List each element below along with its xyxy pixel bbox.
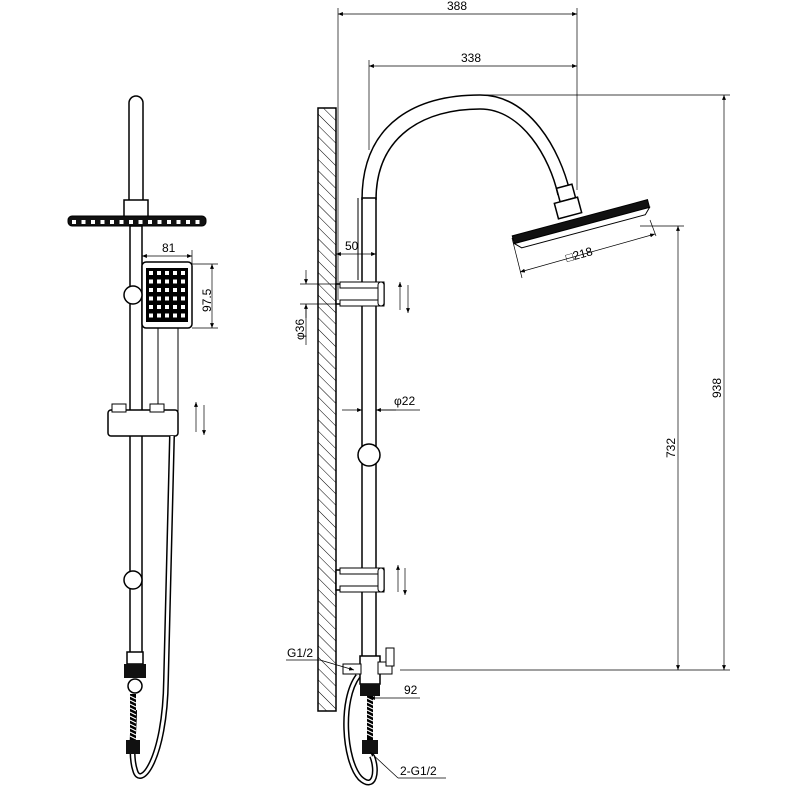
dim-bracket-diameter: φ36 [293, 270, 338, 345]
side-curved-arm [361, 94, 571, 201]
label-92: 92 [404, 683, 418, 697]
front-view: 81 97.5 [67, 95, 218, 779]
label-218: □218 [564, 244, 594, 265]
label-97-5: 97.5 [200, 288, 214, 312]
dim-total-width: 388 [337, 0, 578, 300]
dim-head-height: 732 [640, 225, 684, 670]
label-phi36: φ36 [293, 319, 307, 340]
label-732: 732 [664, 438, 678, 458]
front-head-connector [123, 199, 149, 219]
dim-handset-width: 81 [141, 241, 193, 264]
front-top-rod [128, 95, 144, 207]
label-338: 338 [461, 51, 481, 65]
dim-outlet-spacing: 92 [370, 683, 420, 700]
dim-total-height: 938 [400, 94, 730, 671]
dim-wall-offset: 50 [336, 239, 376, 256]
front-diverter [124, 651, 146, 754]
front-handset [141, 261, 193, 421]
side-shower-head [511, 199, 651, 249]
dim-arm-width: 338 [368, 51, 577, 150]
front-slider-arrows [194, 402, 206, 435]
side-view: □218 φ36 50 [286, 0, 730, 786]
side-middle-knob [357, 443, 381, 467]
front-upper-knob [123, 285, 143, 305]
dim-handset-height: 97.5 [192, 263, 218, 329]
dim-inlet-thread: G1/2 [286, 646, 355, 671]
label-50: 50 [345, 239, 359, 253]
side-upper-bracket [335, 281, 385, 307]
label-2g12: 2-G1/2 [400, 764, 437, 778]
front-shower-head [67, 215, 207, 227]
side-lower-bracket [335, 567, 385, 593]
front-slider [107, 403, 179, 437]
front-lower-knob [123, 570, 143, 590]
label-388: 388 [447, 0, 467, 13]
label-938: 938 [710, 378, 724, 398]
label-81: 81 [162, 241, 176, 255]
label-phi22: φ22 [394, 394, 415, 408]
dim-bar-diameter: φ22 [342, 394, 420, 412]
side-head-joint [553, 183, 583, 220]
dim-hose-thread: 2-G1/2 [369, 751, 446, 779]
label-g12: G1/2 [287, 646, 313, 660]
wall-section [317, 107, 337, 712]
dim-head-size: □218 [511, 219, 657, 279]
